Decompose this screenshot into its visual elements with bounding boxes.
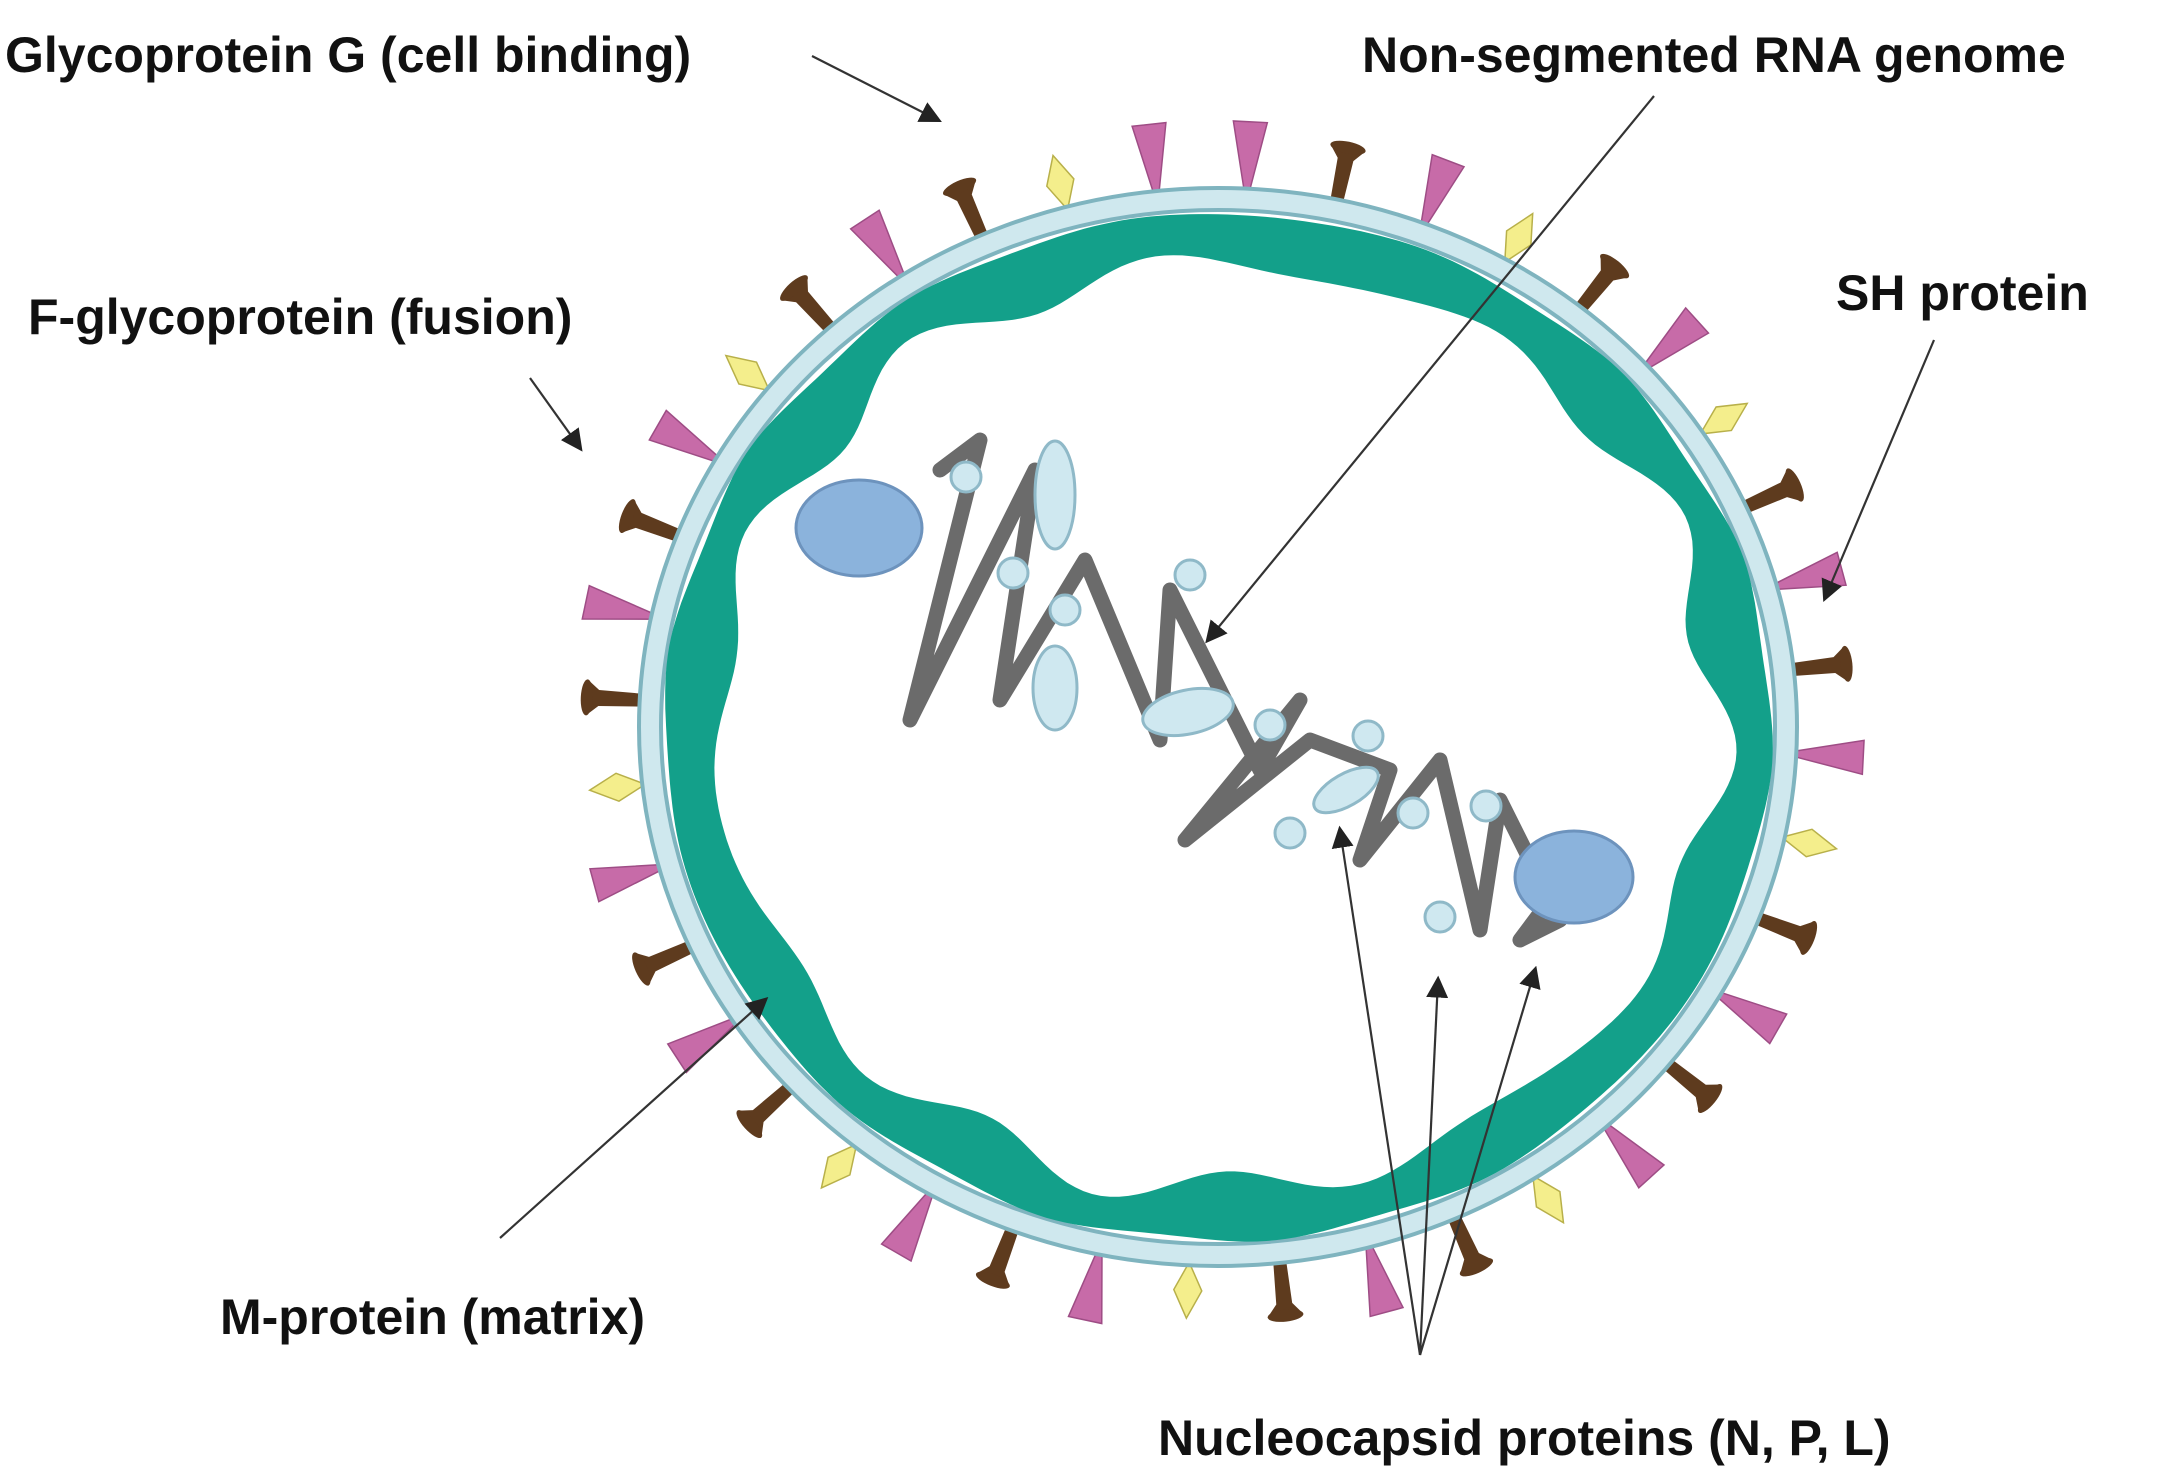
nucleocapsid-small-circle-icon — [1469, 789, 1503, 823]
sh-protein-diamond-icon — [1698, 402, 1749, 435]
arrow-nucleocapsid-2 — [1418, 975, 1449, 1356]
glycoprotein-g-spike-icon — [1364, 1232, 1405, 1318]
sh-protein-diamond-icon — [1045, 153, 1075, 212]
nucleocapsid-small-circle-icon — [1273, 816, 1307, 850]
nucleocapsid-large-ellipse-icon — [794, 478, 924, 578]
leader-arrows — [499, 55, 1936, 1356]
glycoprotein-g-spike-icon — [1067, 1239, 1103, 1325]
glycoprotein-g-spike-icon — [880, 1180, 938, 1263]
sh-protein-diamond-icon — [1531, 1174, 1565, 1225]
label-f-glycoprotein: F-glycoprotein (fusion) — [28, 289, 573, 345]
glycoprotein-g-spike-icon — [589, 863, 674, 903]
label-glycoprotein-g: Glycoprotein G (cell binding) — [5, 27, 692, 83]
label-m-protein: M-protein (matrix) — [220, 1289, 645, 1345]
nucleocapsid-small-circle-icon — [996, 556, 1030, 590]
f-glycoprotein-spike-icon — [618, 499, 694, 546]
nucleocapsid-small-circle-icon — [1423, 900, 1457, 934]
sh-protein-diamond-icon — [587, 772, 648, 802]
nucleocapsid-oval-icon — [1312, 765, 1380, 815]
nucleocapsid-small-circle-icon — [1351, 719, 1385, 753]
arrow-sh-protein — [1821, 339, 1936, 603]
nucleocapsid-small-circle-icon — [949, 460, 983, 494]
glycoprotein-g-spike-icon — [1131, 121, 1167, 207]
label-sh-protein: SH protein — [1836, 265, 2089, 321]
arrow-m-protein — [499, 997, 769, 1239]
glycoprotein-g-spike-icon — [1595, 1114, 1666, 1189]
glycoprotein-g-spike-icon — [648, 409, 730, 467]
rna-genome-coil — [902, 432, 1568, 948]
nucleocapsid-small-circle-icon — [1253, 708, 1287, 742]
glycoprotein-g-spike-icon — [1418, 153, 1466, 238]
arrow-rna-genome — [1205, 95, 1655, 644]
arrow-glycoprotein-g — [811, 55, 942, 122]
glycoprotein-g-spike-icon — [1635, 306, 1710, 377]
sh-protein-diamond-icon — [1503, 212, 1534, 264]
arrow-nucleocapsid-1 — [1331, 825, 1422, 1356]
glycoprotein-g-spike-icon — [1232, 120, 1269, 204]
arrow-nucleocapsid-3 — [1418, 965, 1541, 1356]
nucleocapsid-large-ellipse-icon — [1513, 829, 1635, 925]
f-glycoprotein-spike-icon — [1742, 908, 1818, 955]
nucleocapsid-proteins — [794, 439, 1635, 934]
glycoprotein-g-spike-icon — [849, 209, 911, 289]
label-nucleocapsid: Nucleocapsid proteins (N, P, L) — [1158, 1410, 1891, 1466]
f-glycoprotein-spike-icon — [975, 1214, 1023, 1289]
nucleocapsid-oval-icon — [1031, 644, 1079, 732]
glycoprotein-g-spike-icon — [581, 584, 667, 620]
arrow-f-glycoprotein — [529, 377, 583, 452]
nucleocapsid-oval-icon — [1033, 439, 1077, 551]
matrix-protein-layer — [665, 214, 1773, 1242]
nucleocapsid-oval-icon — [1141, 686, 1235, 738]
sh-protein-diamond-icon — [820, 1143, 858, 1190]
nucleocapsid-small-circle-icon — [1173, 558, 1207, 592]
sh-protein-diamond-icon — [724, 354, 771, 392]
glycoprotein-g-spike-icon — [1781, 739, 1865, 776]
sh-protein-diamond-icon — [1172, 1260, 1203, 1320]
label-rna-genome: Non-segmented RNA genome — [1362, 27, 2066, 83]
glycoprotein-g-spike-icon — [1706, 987, 1788, 1045]
sh-protein-diamond-icon — [1780, 828, 1839, 858]
nucleocapsid-small-circle-icon — [1396, 796, 1430, 830]
nucleocapsid-small-circle-icon — [1048, 593, 1082, 627]
lipid-envelope-inner — [641, 190, 1795, 1264]
